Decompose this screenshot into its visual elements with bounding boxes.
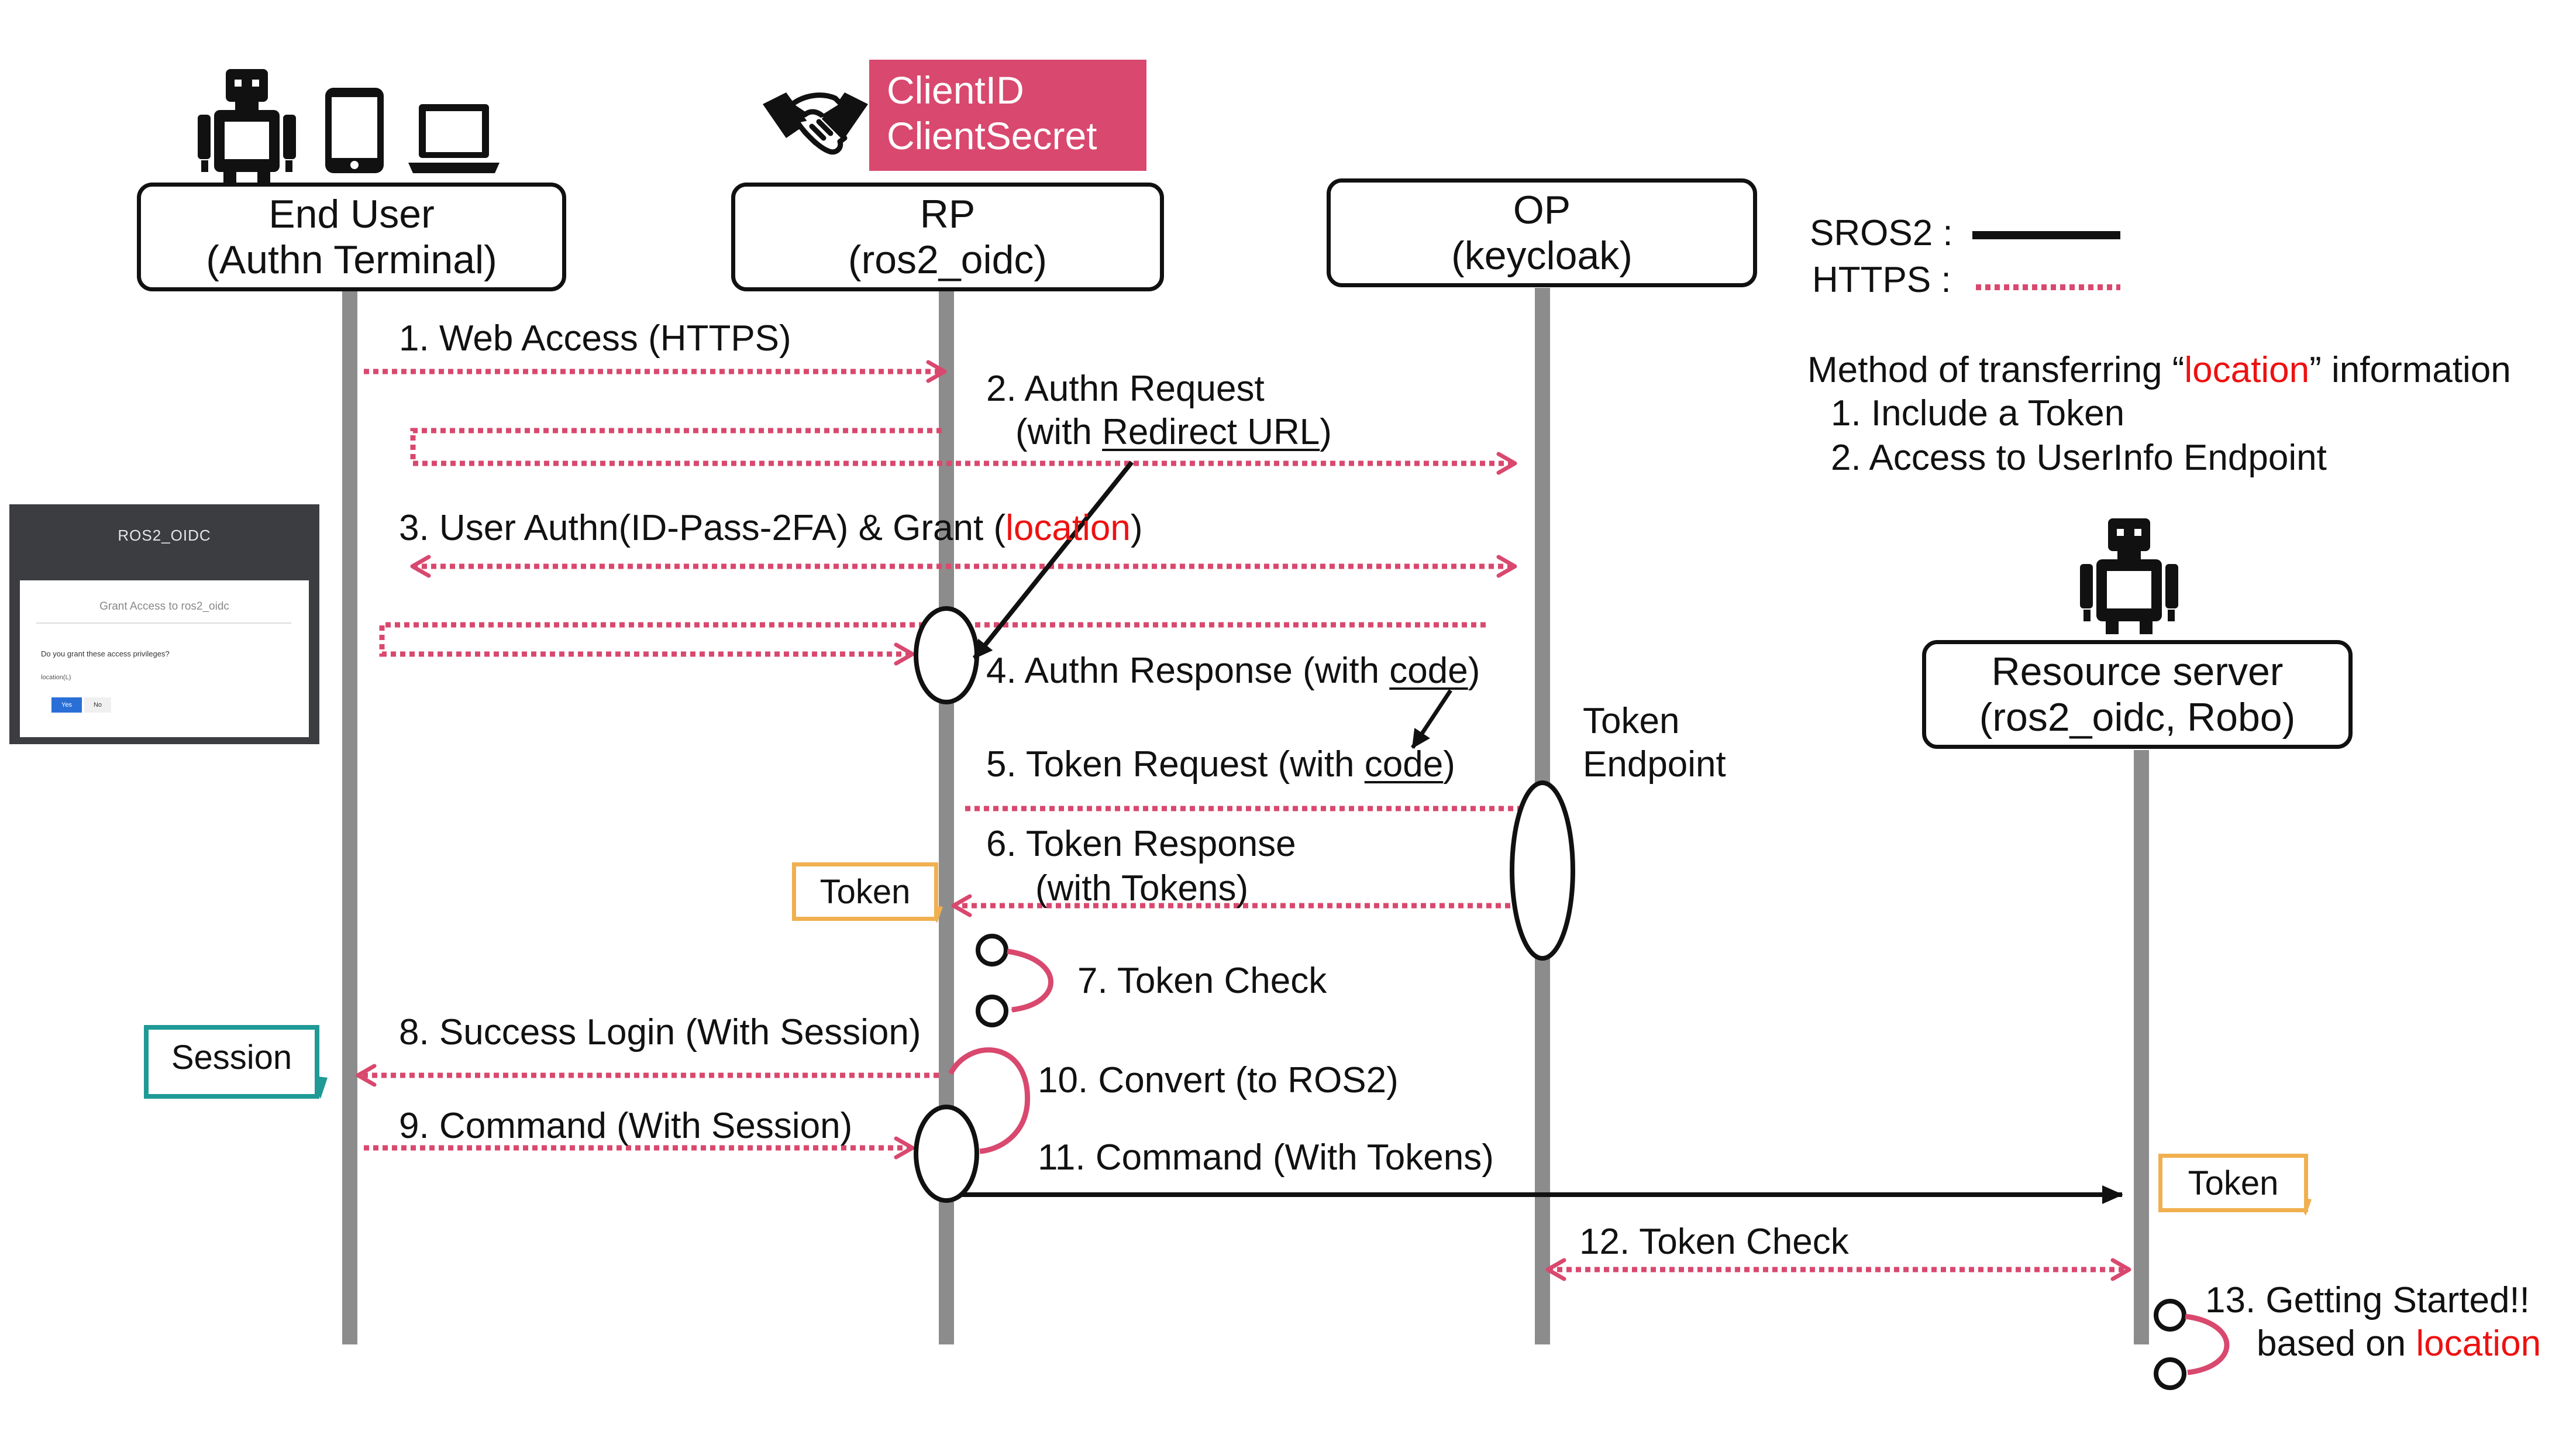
method-title-post: ” information bbox=[2309, 350, 2511, 390]
method-title: Method of transferring “location” inform… bbox=[1807, 349, 2511, 392]
consent-screenshot: ROS2_OIDC Grant Access to ros2_oidc Do y… bbox=[9, 504, 319, 744]
participant-end-user: End User (Authn Terminal) bbox=[137, 183, 566, 291]
step-3-location: location bbox=[1005, 508, 1131, 548]
legend-https-label: HTTPS : bbox=[1812, 260, 1951, 300]
participant-rp-sub: (ros2_oidc) bbox=[848, 238, 1048, 282]
step-13-pre: based on bbox=[2257, 1323, 2416, 1364]
step-4-post: ) bbox=[1468, 651, 1480, 691]
consent-no-button[interactable]: No bbox=[84, 697, 111, 713]
step-3-pre: 3. User Authn(ID-Pass-2FA) & Grant ( bbox=[399, 508, 1006, 548]
step-11-label: 11. Command (With Tokens) bbox=[1038, 1137, 1494, 1178]
client-id-label: ClientID bbox=[887, 68, 1024, 112]
self-loop-step-13 bbox=[2154, 1299, 2230, 1390]
consent-subtitle: Grant Access to ros2_oidc bbox=[99, 600, 229, 613]
step-2-redirect-url: Redirect URL bbox=[1102, 412, 1320, 452]
step-4-pre: 4. Authn Response (with bbox=[986, 651, 1390, 691]
pointer-code-to-token-request bbox=[1411, 689, 1452, 749]
step-6-label-line1: 6. Token Response bbox=[986, 824, 1296, 864]
step-5-code: code bbox=[1364, 744, 1444, 785]
token-tag-resource: Token bbox=[2158, 1154, 2308, 1212]
lifeline-resource bbox=[2134, 750, 2149, 1344]
step-6-label-line2: (with Tokens) bbox=[1035, 868, 1249, 909]
method-title-highlight: location bbox=[2184, 350, 2310, 390]
consent-panel: Grant Access to ros2_oidc Do you grant t… bbox=[20, 580, 309, 737]
participant-rp-name: RP bbox=[919, 191, 976, 236]
token-tag-rp: Token bbox=[792, 862, 938, 921]
token-endpoint-line2: Endpoint bbox=[1583, 744, 1726, 785]
consent-title: ROS2_OIDC bbox=[118, 527, 211, 544]
step-1-label: 1. Web Access (HTTPS) bbox=[399, 318, 791, 359]
step-4-label: 4. Authn Response (with code) bbox=[986, 649, 1480, 693]
client-credentials-box: ClientID ClientSecret bbox=[869, 60, 1146, 171]
step-5-pre: 5. Token Request (with bbox=[986, 744, 1365, 785]
consent-question: Do you grant these access privileges? bbox=[41, 649, 170, 658]
participant-op-sub: (keycloak) bbox=[1451, 233, 1633, 278]
step-3-label: 3. User Authn(ID-Pass-2FA) & Grant (loca… bbox=[399, 507, 1142, 550]
laptop-icon bbox=[408, 104, 500, 173]
step-2-post: ) bbox=[1320, 412, 1332, 452]
step-3-post: ) bbox=[1130, 508, 1143, 548]
robot-icon bbox=[198, 69, 296, 185]
self-loop-step-10 bbox=[948, 1047, 1030, 1154]
arrow-step-4 bbox=[379, 622, 1486, 666]
step-7-label: 7. Token Check bbox=[1077, 961, 1327, 1001]
step-2-label-line1: 2. Authn Request bbox=[986, 369, 1265, 409]
consent-yes-button[interactable]: Yes bbox=[51, 697, 82, 713]
step-13-location: location bbox=[2416, 1323, 2541, 1364]
robot-icon bbox=[2080, 518, 2178, 634]
participant-rp: RP (ros2_oidc) bbox=[731, 183, 1164, 291]
tablet-icon bbox=[325, 88, 384, 173]
self-loop-step-7 bbox=[976, 934, 1053, 1027]
activation-rp-step9 bbox=[914, 1105, 979, 1203]
token-endpoint-line1: Token bbox=[1583, 701, 1680, 741]
step-12-label: 12. Token Check bbox=[1579, 1222, 1849, 1262]
participant-end-user-name: End User bbox=[268, 191, 435, 236]
step-2-pre: (with bbox=[1015, 412, 1103, 452]
legend-sros2-label: SROS2 : bbox=[1810, 213, 1953, 253]
step-13-label-line1: 13. Getting Started!! bbox=[2205, 1280, 2530, 1320]
step-5-label: 5. Token Request (with code) bbox=[986, 743, 1455, 786]
activation-op-token bbox=[1510, 780, 1575, 961]
step-4-code: code bbox=[1389, 651, 1468, 691]
participant-resource-name: Resource server bbox=[1991, 649, 2284, 694]
method-item-1: 1. Include a Token bbox=[1831, 393, 2125, 434]
https-arrows bbox=[356, 360, 2131, 1281]
step-9-label: 9. Command (With Session) bbox=[399, 1106, 853, 1146]
session-tag: Session bbox=[144, 1025, 319, 1099]
consent-divider bbox=[36, 622, 291, 624]
participant-end-user-sub: (Authn Terminal) bbox=[206, 238, 497, 282]
client-secret-label: ClientSecret bbox=[887, 113, 1097, 157]
method-item-2: 2. Access to UserInfo Endpoint bbox=[1831, 438, 2327, 478]
pointer-redirect-url-to-rp bbox=[972, 460, 1134, 660]
step-8-label: 8. Success Login (With Session) bbox=[399, 1012, 921, 1053]
activation-ovals bbox=[914, 606, 1575, 1203]
step-5-post: ) bbox=[1443, 744, 1455, 785]
method-title-pre: Method of transferring “ bbox=[1807, 350, 2185, 390]
participant-op: OP (keycloak) bbox=[1327, 178, 1757, 287]
handshake-icon bbox=[763, 92, 868, 155]
participant-op-name: OP bbox=[1513, 187, 1571, 232]
activation-rp-step4 bbox=[914, 606, 979, 704]
step-2-label-line2: (with Redirect URL) bbox=[1015, 411, 1332, 454]
lifeline-end-user bbox=[342, 291, 357, 1344]
step-10-label: 10. Convert (to ROS2) bbox=[1038, 1060, 1399, 1100]
participant-resource-sub: (ros2_oidc, Robo) bbox=[1979, 695, 2296, 740]
participant-resource-server: Resource server (ros2_oidc, Robo) bbox=[1922, 640, 2353, 749]
arrow-step-2 bbox=[410, 428, 1517, 475]
consent-scope: location(L) bbox=[41, 674, 71, 681]
step-13-label-line2: based on location bbox=[2257, 1322, 2541, 1366]
